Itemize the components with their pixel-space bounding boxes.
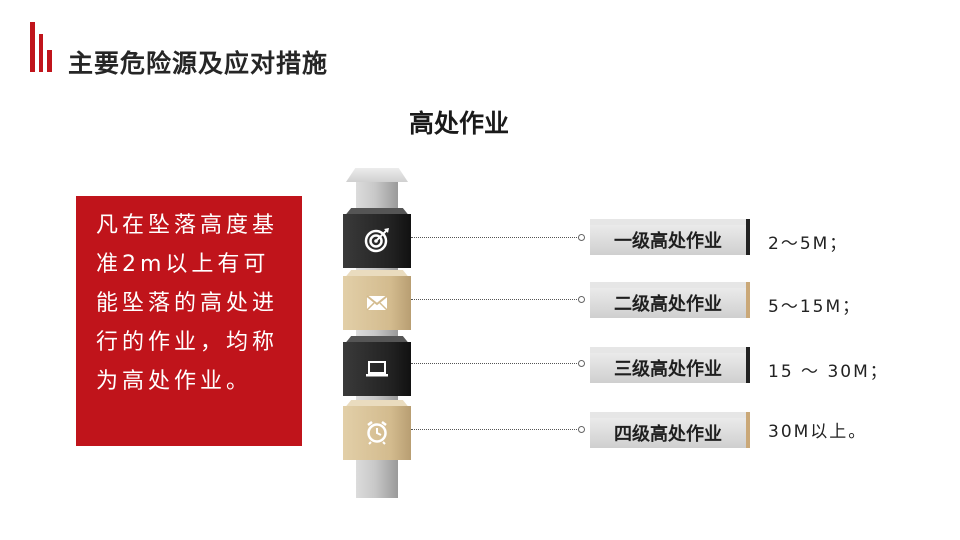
section-title: 高处作业 — [0, 104, 960, 140]
level-1-block — [343, 208, 411, 268]
level-2-range: 5～15M； — [768, 292, 861, 317]
level-4-connector — [411, 429, 581, 430]
level-1-connector — [411, 237, 581, 238]
page-title: 主要危险源及应对措施 — [68, 44, 328, 80]
alarm-clock-icon — [363, 418, 391, 446]
level-4-block — [343, 400, 411, 460]
level-1-label: 一级高处作业 — [590, 227, 746, 253]
level-1-range: 2～5M； — [768, 229, 848, 254]
level-3-label: 三级高处作业 — [590, 355, 746, 381]
envelope-icon — [363, 288, 391, 316]
title-accent-bars — [30, 22, 60, 72]
target-icon — [363, 226, 391, 254]
pillar-top — [346, 168, 408, 182]
level-2-connector — [411, 299, 581, 300]
level-3-connector — [411, 363, 581, 364]
level-2-label: 二级高处作业 — [590, 290, 746, 316]
level-3-block — [343, 336, 411, 396]
level-2-block — [343, 270, 411, 330]
level-4-label: 四级高处作业 — [590, 420, 746, 446]
laptop-icon — [363, 354, 391, 382]
level-3-label-box: 三级高处作业 — [590, 347, 750, 383]
description-text: 凡在坠落高度基准2m以上有可能坠落的高处进行的作业，均称为高处作业。 — [96, 206, 286, 401]
level-1-label-box: 一级高处作业 — [590, 219, 750, 255]
description-box: 凡在坠落高度基准2m以上有可能坠落的高处进行的作业，均称为高处作业。 — [76, 196, 302, 446]
level-4-range: 30M以上。 — [768, 417, 867, 442]
level-4-label-box: 四级高处作业 — [590, 412, 750, 448]
level-2-label-box: 二级高处作业 — [590, 282, 750, 318]
level-3-range: 15 ～ 30M； — [768, 357, 889, 382]
